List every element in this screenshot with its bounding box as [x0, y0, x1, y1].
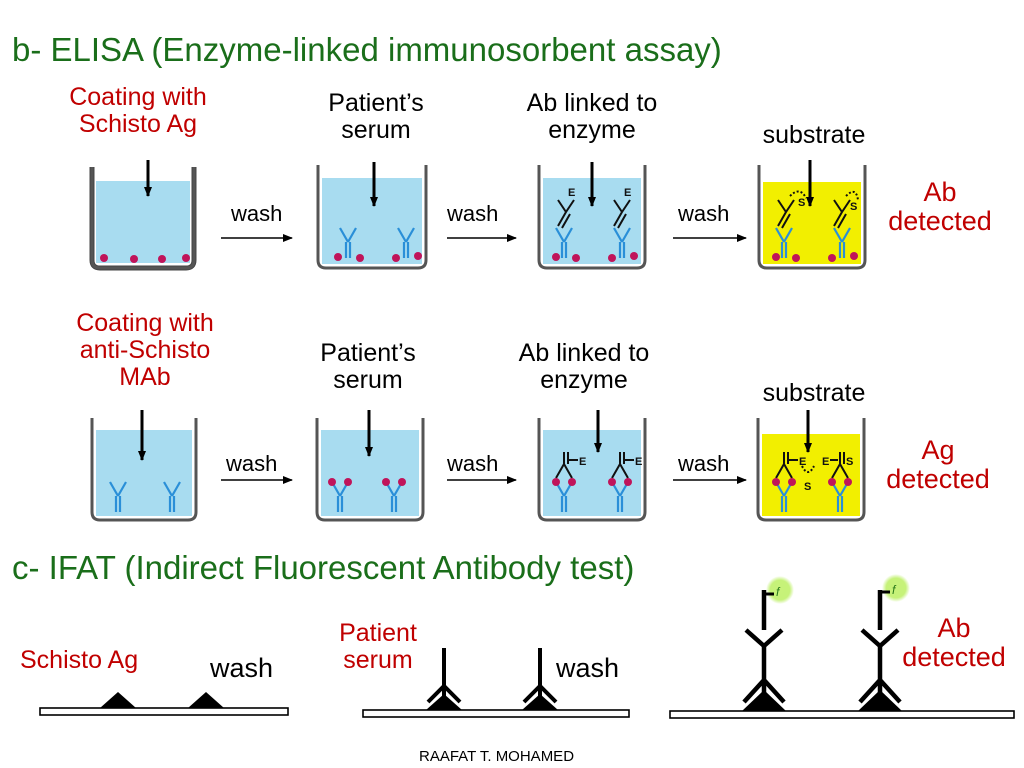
elisa-title: b- ELISA (Enzyme-linked immunosorbent as… — [12, 31, 722, 68]
row1-step2-line1: Patient’s — [328, 89, 424, 117]
row2-well-4: E E S S — [756, 410, 866, 522]
row2-step1-line1: Coating with — [76, 309, 214, 337]
row1-step1-line1: Coating with — [69, 83, 207, 111]
row1-step3-label: Ab linked to enzyme — [488, 90, 696, 144]
row2-result-line2: detected — [886, 464, 990, 495]
row2-step1-label: Coating with anti-Schisto MAb — [30, 310, 260, 391]
fluorescent-glow-icon — [766, 576, 794, 604]
ifat-wash-2: wash — [556, 653, 620, 683]
enzyme-marker: E — [624, 187, 631, 199]
row2-well-1 — [90, 410, 198, 522]
row1-result-line2: detected — [888, 206, 992, 237]
substrate-marker: S — [798, 197, 805, 209]
row1-step4-label: substrate — [762, 121, 866, 149]
fluorescent-glow-icon — [882, 574, 910, 602]
row1-well-3: E E — [537, 162, 647, 270]
row2-well-2 — [315, 410, 425, 522]
row2-step2-line1: Patient’s — [320, 339, 416, 367]
row1-step2-line2: serum — [341, 116, 411, 144]
ifat-step2-label: Patient serum — [318, 620, 438, 674]
ifat-wash-1: wash — [210, 653, 274, 683]
row1-well-4: S S — [757, 160, 867, 270]
row1-well-1 — [89, 160, 197, 271]
enzyme-marker: E — [635, 456, 642, 468]
ifat-step2-line1: Patient — [339, 619, 417, 647]
row1-wash-3: wash — [678, 201, 730, 226]
row2-step1-line2: anti-Schisto — [79, 336, 211, 364]
row2-wash-3: wash — [678, 451, 730, 476]
row2-step2-line2: serum — [333, 366, 403, 394]
row1-step2-label: Patient’s serum — [296, 90, 456, 144]
row1-step1-line2: Schisto Ag — [78, 110, 198, 138]
row2-result-label: Ag detected — [868, 435, 1008, 495]
row1-wash-1: wash — [231, 201, 283, 226]
row2-step3-label: Ab linked to enzyme — [480, 340, 688, 394]
row2-step3-line1: Ab linked to — [518, 339, 650, 367]
row2-step3-line2: enzyme — [540, 366, 628, 394]
row2-result-line1: Ag — [921, 435, 955, 465]
substrate-marker: S — [850, 201, 857, 213]
enzyme-marker: E — [579, 456, 586, 468]
row2-well-3: E E — [537, 410, 647, 522]
ifat-step2-line2: serum — [343, 646, 413, 674]
ifat-slide-1 — [39, 692, 289, 716]
ifat-result-line2: detected — [902, 642, 1006, 673]
ifat-slide-2 — [362, 648, 630, 718]
row2-wash-1: wash — [226, 451, 278, 476]
row1-step3-line2: enzyme — [548, 116, 636, 144]
row1-wash-2: wash — [447, 201, 499, 226]
row2-step2-label: Patient’s serum — [288, 340, 448, 394]
fluorochrome-marker: f — [776, 585, 781, 599]
enzyme-marker: E — [822, 456, 829, 468]
fluorochrome-marker: f — [892, 583, 897, 597]
substrate-marker: S — [846, 456, 853, 468]
row2-step4-label: substrate — [762, 379, 866, 407]
footer-author: RAAFAT T. MOHAMED — [419, 748, 575, 765]
ifat-slide-3: f f — [669, 574, 1015, 719]
enzyme-marker: E — [799, 456, 806, 468]
row2-wash-2: wash — [447, 451, 499, 476]
row1-step3-line1: Ab linked to — [526, 89, 658, 117]
row1-well-2 — [316, 162, 428, 270]
ifat-step1-label: Schisto Ag — [20, 646, 139, 674]
row1-result-line1: Ab — [923, 177, 957, 207]
row1-step1-label: Coating with Schisto Ag — [20, 84, 256, 138]
ifat-result-line1: Ab — [937, 613, 971, 643]
enzyme-marker: E — [568, 187, 575, 199]
ifat-result-label: Ab detected — [884, 613, 1024, 673]
row2-step1-line3: MAb — [119, 363, 171, 391]
ifat-title: c- IFAT (Indirect Fluorescent Antibody t… — [12, 549, 635, 586]
row1-result-label: Ab detected — [870, 177, 1010, 237]
substrate-marker: S — [804, 481, 811, 493]
